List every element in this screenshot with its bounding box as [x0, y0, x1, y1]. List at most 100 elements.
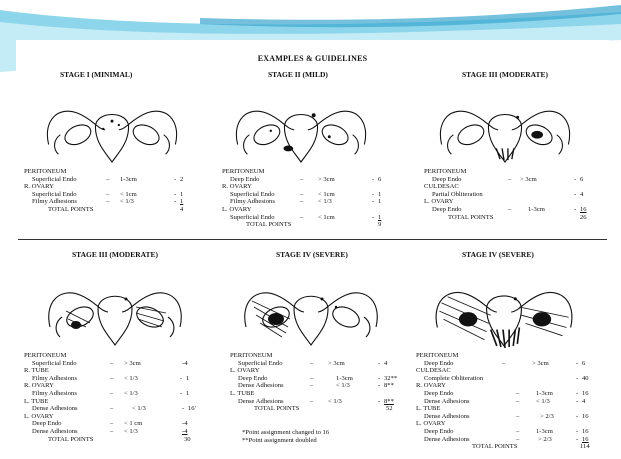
size-value: < 1/3	[120, 198, 134, 206]
dash: -	[174, 176, 176, 184]
points-value: 1	[378, 198, 381, 206]
section-label: L. OVARY	[24, 413, 54, 421]
finding-label: Superficial Endo	[230, 214, 275, 222]
row-item: Dense Adhesions – < 1/3 - 8**	[230, 382, 420, 390]
dash: -	[174, 198, 176, 206]
size-value: < 1/3	[328, 398, 342, 406]
section-label: L. TUBE	[24, 398, 48, 406]
dash: –	[502, 360, 505, 368]
row-item: Dense Adhesions – > 2/3 - 16	[416, 436, 609, 444]
row-item: Superficial Endo – > 3cm -4	[24, 360, 214, 368]
row-section: CULDESAC	[424, 183, 609, 191]
finding-label: Deep Endo	[432, 206, 461, 214]
finding-label: Dense Adhesions	[32, 428, 78, 436]
dash: -	[378, 360, 380, 368]
row-section: L. OVARY	[424, 198, 609, 206]
section-label: L. TUBE	[416, 405, 440, 413]
dash: -	[180, 390, 182, 398]
size-value: > 2/3	[538, 436, 552, 444]
points-value: 4	[582, 398, 585, 406]
row-item: Deep Endo – 1-3cm - 16	[416, 428, 609, 436]
finding-label: Deep Endo	[432, 176, 461, 184]
row-item: Filmy Adhesions – < 1/3 - 1	[24, 390, 214, 398]
row-total: TOTAL POINTS 52	[230, 405, 420, 413]
points-value: -4	[182, 360, 188, 368]
finding-label: Deep Endo	[230, 176, 259, 184]
row-item: Partial Obliteration - 4	[424, 191, 609, 199]
size-value: < 1/3	[124, 375, 138, 383]
dash: -	[576, 375, 578, 383]
section-label: PERITONEUM	[230, 352, 272, 360]
section-label: L. OVARY	[424, 198, 454, 206]
size-value: > 3cm	[124, 360, 141, 368]
dash: –	[310, 375, 313, 383]
points-value: 6	[580, 176, 583, 184]
points-value: 16	[582, 436, 589, 444]
section-label: PERITONEUM	[222, 168, 264, 176]
dash: –	[300, 176, 303, 184]
finding-label: Dense Adhesions	[238, 382, 284, 390]
total-label: TOTAL POINTS	[472, 443, 517, 451]
finding-label: Dense Adhesions	[32, 405, 78, 413]
dash: –	[110, 375, 113, 383]
total-label: TOTAL POINTS	[48, 206, 93, 214]
size-value: < 1/3	[124, 390, 138, 398]
finding-label: Dense Adhesions	[424, 436, 470, 444]
dash: -	[378, 398, 380, 406]
stage-heading: STAGE I (MINIMAL)	[60, 70, 132, 79]
row-section: PERITONEUM	[230, 352, 420, 360]
row-item: Superficial Endo – > 3cm - 4	[230, 360, 420, 368]
dash: –	[516, 428, 519, 436]
finding-label: Filmy Adhesions	[32, 390, 77, 398]
points-value: -4	[182, 420, 188, 428]
case-points-table: PERITONEUM Superficial Endo – > 3cm -4 R…	[24, 352, 214, 443]
row-section: R. OVARY	[416, 382, 609, 390]
size-value: > 3cm	[318, 176, 335, 184]
total-points: 26	[580, 214, 587, 222]
section-label: CULDESAC	[424, 183, 459, 191]
size-value: < 1/3	[536, 398, 550, 406]
size-value: < 1cm	[120, 191, 137, 199]
row-section: L. OVARY	[24, 413, 214, 421]
dash: –	[516, 413, 519, 421]
size-value: < 1cm	[318, 191, 335, 199]
points-value: -4	[182, 428, 188, 436]
row-section: CULDESAC	[416, 367, 609, 375]
dash: -	[372, 191, 374, 199]
finding-label: Dense Adhesions	[424, 398, 470, 406]
dash: -	[180, 375, 182, 383]
size-value: < 1/3	[336, 382, 350, 390]
points-value: 32**	[384, 375, 397, 383]
row-section: PERITONEUM	[24, 352, 214, 360]
stage-heading: STAGE III (MODERATE)	[72, 250, 158, 259]
dash: -	[574, 206, 576, 214]
points-value: 4	[580, 191, 583, 199]
dash: -	[182, 405, 184, 413]
size-value: > 3cm	[532, 360, 549, 368]
points-value: 16	[580, 206, 587, 214]
total-label: TOTAL POINTS	[448, 214, 493, 222]
dash: -	[576, 390, 578, 398]
finding-label: Complete Obliteration	[424, 375, 483, 383]
dash: -	[378, 382, 380, 390]
dash: –	[508, 206, 511, 214]
row-section: R. OVARY	[24, 183, 209, 191]
pelvic-anatomy-drawing	[38, 86, 186, 164]
pelvic-anatomy-drawing	[40, 266, 190, 348]
dash: –	[300, 214, 303, 222]
row-item: Filmy Adhesions – < 1/3 - 1	[222, 198, 407, 206]
dash: –	[110, 420, 113, 428]
points-value: 6	[582, 360, 585, 368]
points-value: 1	[378, 214, 381, 222]
total-label: TOTAL POINTS	[246, 221, 291, 229]
row-item: Dense Adhesions – < 1/3 - 16'	[24, 405, 214, 413]
row-item: Superficial Endo – < 1cm - 1	[24, 191, 209, 199]
section-label: R. TUBE	[24, 367, 49, 375]
section-label: PERITONEUM	[416, 352, 458, 360]
points-value: 40	[582, 375, 589, 383]
dash: -	[574, 191, 576, 199]
size-value: 1-3cm	[336, 375, 353, 383]
size-value: > 2/3	[540, 413, 554, 421]
footnote: *Point assignment changed to 16	[242, 429, 329, 437]
case-points-table: PERITONEUM Deep Endo – > 3cm - 6 R. OVAR…	[222, 168, 407, 229]
